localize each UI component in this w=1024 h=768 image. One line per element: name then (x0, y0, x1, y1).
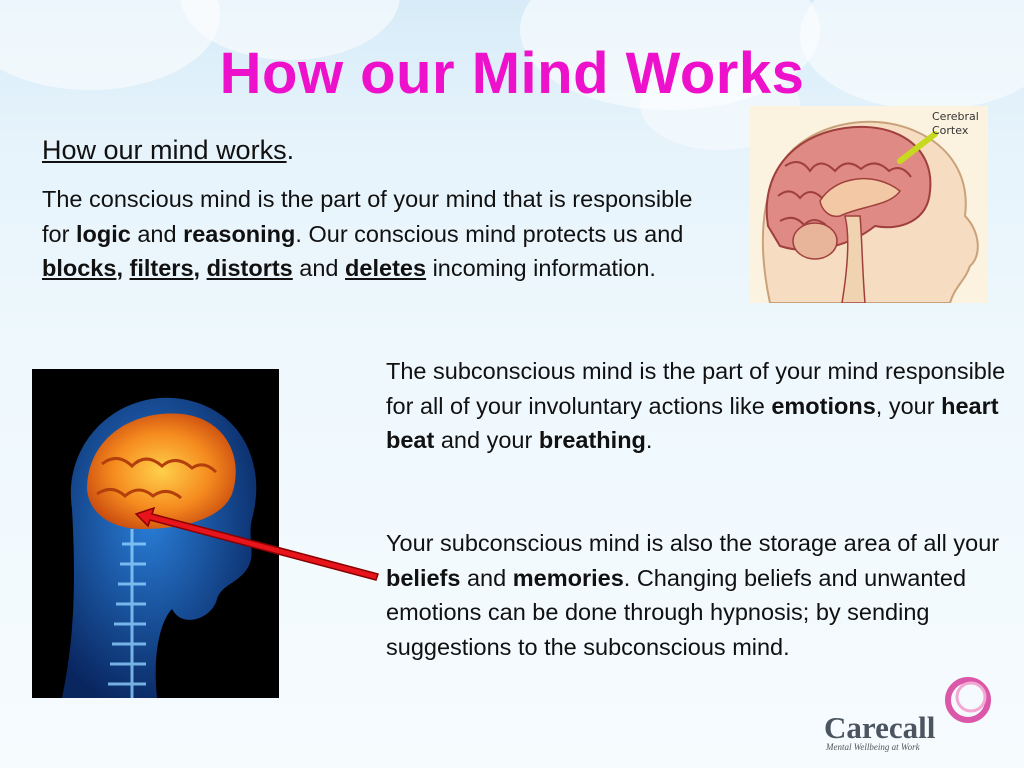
section-heading-period: . (286, 135, 295, 165)
text-run: and (460, 564, 513, 591)
text-run: Your subconscious mind is also the stora… (386, 530, 1000, 556)
section-heading: How our mind works. (42, 135, 294, 166)
keyword-deletes: deletes (345, 255, 427, 281)
brain-diagram-illustration: Cerebral Cortex (750, 106, 988, 303)
keyword-breathing: breathing (538, 427, 646, 453)
keyword-emotions: emotions (771, 392, 876, 419)
keyword-distorts: distorts (206, 255, 293, 281)
text-run: , your (875, 392, 942, 419)
text-run: and (292, 255, 346, 281)
keyword-filters: filters (129, 255, 194, 281)
section-heading-text: How our mind works (42, 135, 287, 165)
text-run: The subconscious mind is the part of you… (386, 358, 1006, 419)
logo-ring-icon (945, 677, 991, 723)
text-run: and your (434, 427, 539, 453)
slide-title: How our Mind Works (219, 41, 805, 106)
diagram-label-line2: Cortex (932, 124, 969, 137)
diagram-label-line1: Cerebral (932, 110, 979, 123)
keyword-logic: logic (75, 220, 131, 247)
brain-xray-illustration (32, 369, 279, 698)
keyword-beliefs: beliefs (386, 564, 461, 591)
text-run: . Changing beliefs and unwanted emotions… (386, 564, 967, 660)
storage-paragraph: Your subconscious mind is also the stora… (386, 526, 1006, 664)
subconscious-mind-paragraph: The subconscious mind is the part of you… (386, 354, 1006, 458)
text-run: . Our conscious mind protects us and (295, 220, 684, 247)
carecall-logo: Carecall Mental Wellbeing at Work (820, 672, 1000, 758)
comma: , (116, 255, 123, 281)
brain-xray-image (32, 369, 279, 698)
keyword-reasoning: reasoning (183, 220, 296, 247)
logo-tagline: Mental Wellbeing at Work (826, 742, 920, 752)
text-run: incoming information. (426, 255, 656, 281)
keyword-memories: memories (512, 564, 624, 591)
brain-cross-section-image: Cerebral Cortex (750, 106, 988, 303)
text-run: The conscious mind is the part of your m… (42, 186, 693, 247)
keyword-blocks: blocks (42, 255, 117, 281)
conscious-mind-paragraph: The conscious mind is the part of your m… (42, 182, 722, 286)
keyword-heart-beat: heart beat (386, 392, 999, 454)
comma: , (193, 255, 201, 281)
text-run: and (130, 220, 184, 247)
text-run: . (645, 427, 653, 453)
logo-wordmark: Carecall (824, 710, 936, 745)
